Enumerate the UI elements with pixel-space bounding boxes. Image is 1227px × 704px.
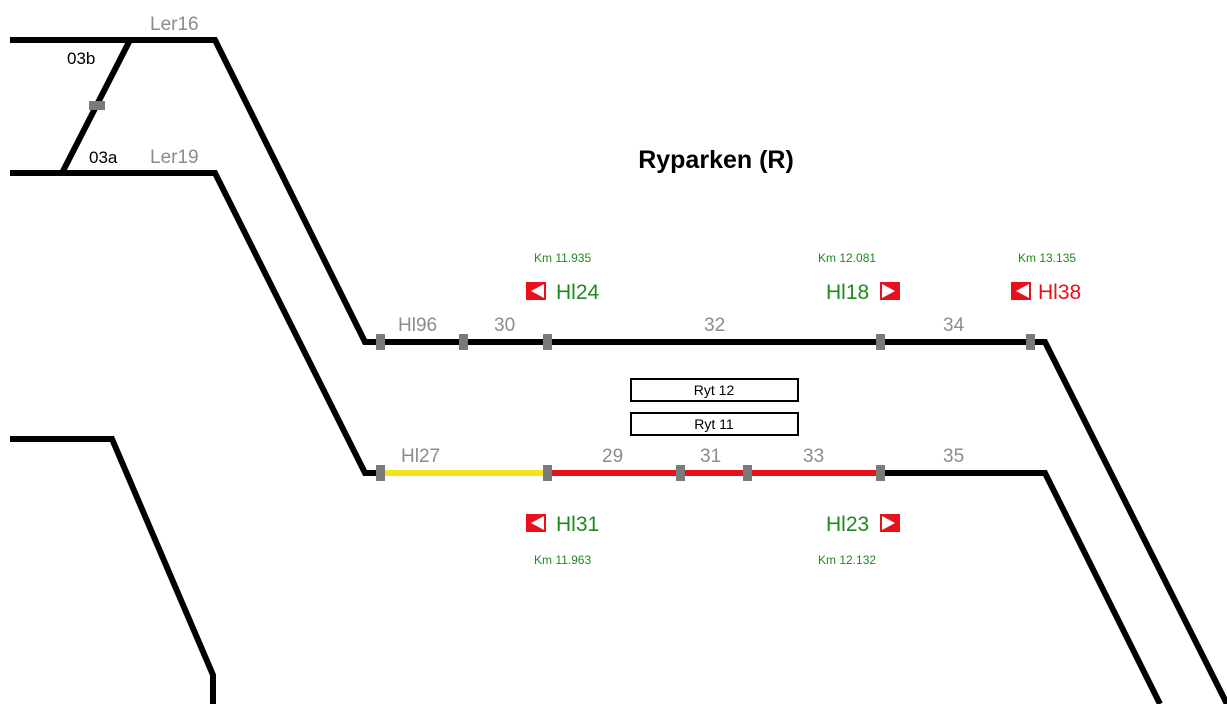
- joint-hl38: [1026, 334, 1035, 350]
- joint-hl23: [876, 465, 885, 481]
- joint-hl31: [543, 465, 552, 481]
- signal-hl23-label: Hl23: [826, 513, 869, 536]
- km-hl18: Km 12.081: [818, 251, 876, 265]
- joint-hl96: [376, 334, 385, 350]
- label-section-33: 33: [803, 446, 824, 467]
- joint-hl27: [376, 465, 385, 481]
- station-title: Ryparken (R): [638, 146, 794, 174]
- train-box-ryt11[interactable]: Ryt 11: [630, 412, 799, 436]
- label-section-34: 34: [943, 315, 965, 336]
- track-upper-main[interactable]: [10, 37, 1227, 704]
- signal-hl24-label: Hl24: [556, 281, 600, 304]
- label-section-29: 29: [602, 446, 623, 467]
- train-ryt12-label: Ryt 12: [694, 382, 735, 398]
- label-switch-03b: 03b: [67, 49, 95, 68]
- joint-29: [676, 465, 685, 481]
- track-lower-approach[interactable]: [10, 170, 380, 476]
- label-ler16: Ler16: [150, 14, 199, 35]
- km-hl24: Km 11.935: [534, 251, 591, 265]
- label-hl27: Hl27: [401, 446, 440, 467]
- signal-right-icon[interactable]: [880, 514, 900, 532]
- signal-hl31-label: Hl31: [556, 513, 599, 536]
- signal-hl38-label: Hl38: [1038, 281, 1081, 304]
- km-hl23: Km 12.132: [818, 553, 876, 567]
- km-hl31: Km 11.963: [534, 553, 591, 567]
- label-hl96: Hl96: [398, 315, 437, 336]
- signal-left-icon[interactable]: [1011, 282, 1031, 300]
- label-ler19: Ler19: [150, 147, 199, 168]
- label-section-31: 31: [700, 446, 721, 467]
- label-section-30: 30: [494, 315, 515, 336]
- track-section-35[interactable]: [880, 470, 1163, 704]
- signal-left-icon[interactable]: [526, 514, 546, 532]
- signal-left-icon[interactable]: [526, 282, 546, 300]
- track-lower-left[interactable]: [10, 436, 216, 704]
- train-ryt11-label: Ryt 11: [694, 416, 734, 432]
- signal-right-icon[interactable]: [880, 282, 900, 300]
- km-hl38: Km 13.135: [1018, 251, 1076, 265]
- label-switch-03a: 03a: [89, 148, 118, 167]
- joint-hl24: [543, 334, 552, 350]
- joint-30: [459, 334, 468, 350]
- label-section-32: 32: [704, 315, 725, 336]
- joint-31: [743, 465, 752, 481]
- label-section-35: 35: [943, 446, 964, 467]
- joint-hl18: [876, 334, 885, 350]
- train-box-ryt12[interactable]: Ryt 12: [630, 378, 799, 402]
- signal-hl18-label: Hl18: [826, 281, 869, 304]
- joint-03: [89, 101, 105, 110]
